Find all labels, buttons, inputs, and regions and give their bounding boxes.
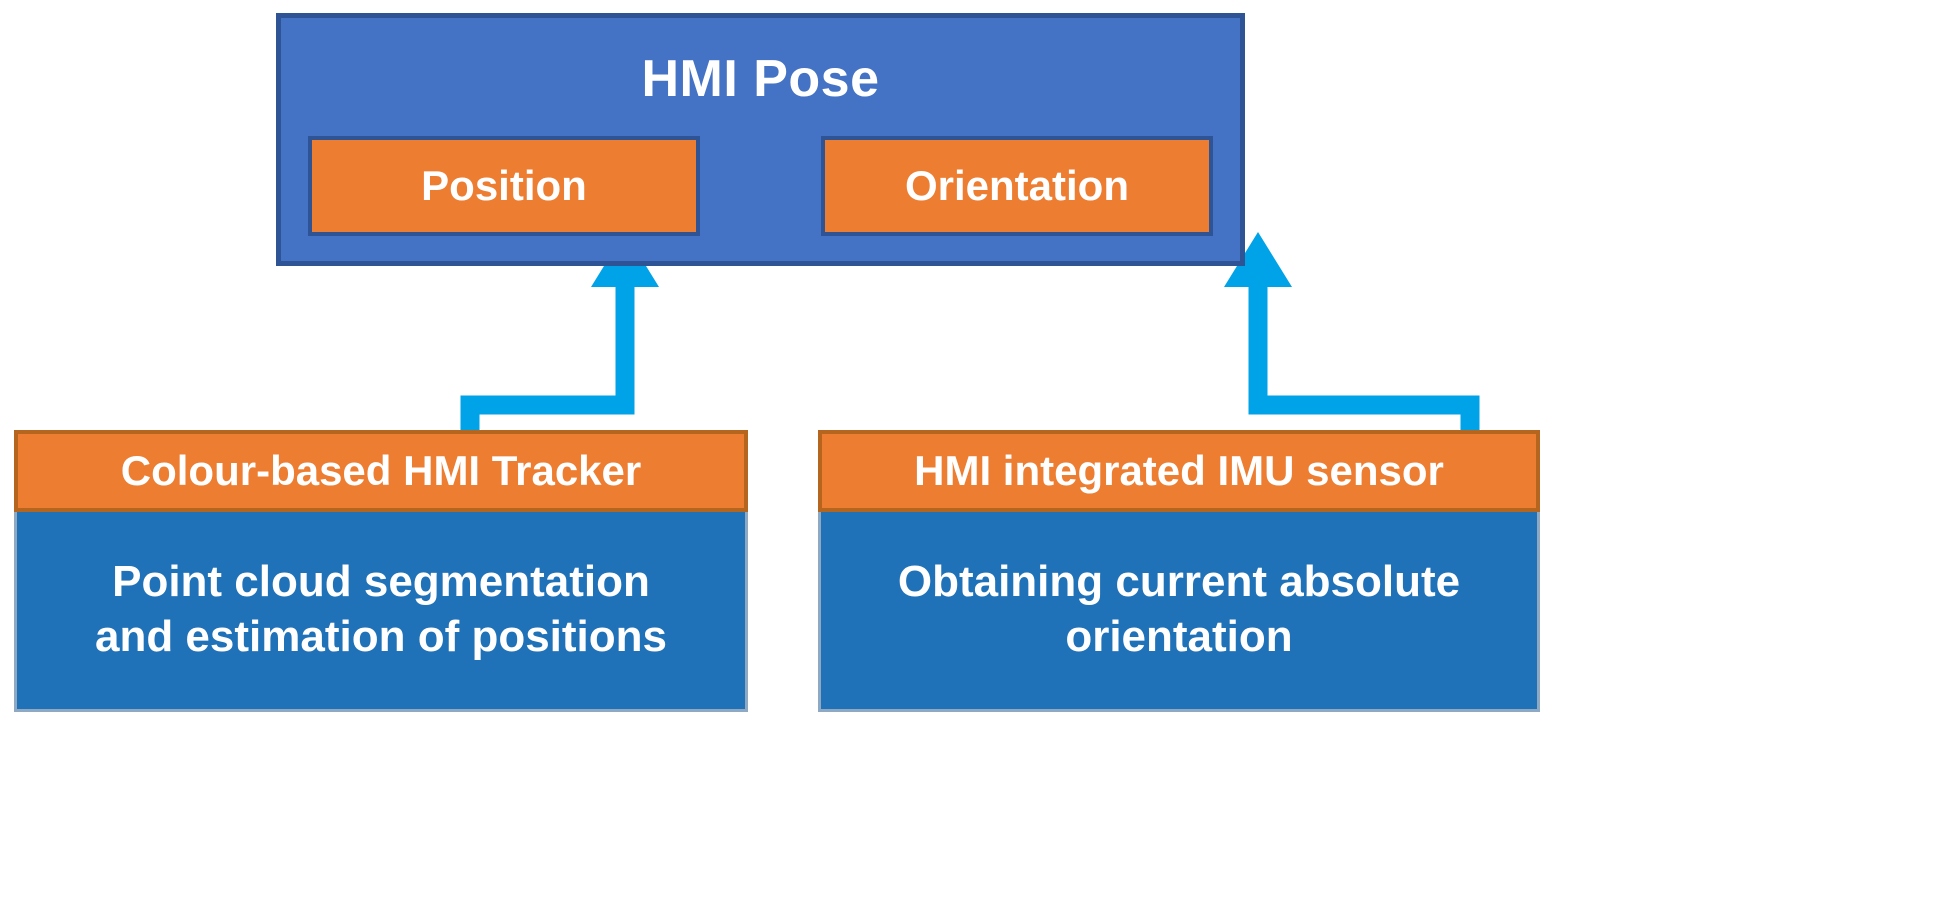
hmi-pose-container: HMI Pose Position Orientation	[276, 13, 1245, 266]
pose-component-position-label: Position	[421, 161, 587, 209]
page-title: HMI Pose	[641, 50, 880, 108]
source-box-body-tracker-line1: Point cloud segmentation	[112, 556, 650, 606]
source-box-hmi-integrated-imu-sensor[interactable]: HMI integrated IMU sensor Obtaining curr…	[818, 430, 1540, 712]
pose-component-position[interactable]: Position	[308, 136, 700, 236]
source-box-colour-based-hmi-tracker[interactable]: Colour-based HMI Tracker Point cloud seg…	[14, 430, 748, 712]
pose-component-orientation[interactable]: Orientation	[821, 136, 1213, 236]
source-box-body-tracker: Point cloud segmentation and estimation …	[17, 512, 745, 706]
source-box-header-tracker: Colour-based HMI Tracker	[14, 430, 748, 512]
source-box-header-tracker-label: Colour-based HMI Tracker	[120, 446, 642, 494]
source-box-body-imu-line1: Obtaining current absolute	[897, 556, 1461, 606]
pose-component-orientation-label: Orientation	[904, 161, 1129, 209]
source-box-header-imu-label: HMI integrated IMU sensor	[914, 446, 1444, 494]
source-box-body-tracker-text: Point cloud segmentation and estimation …	[95, 554, 667, 665]
source-box-body-imu: Obtaining current absolute orientation	[821, 512, 1537, 706]
source-box-body-tracker-line2: and estimation of positions	[94, 612, 668, 661]
source-box-body-imu-text: Obtaining current absolute orientation	[898, 554, 1460, 665]
source-box-body-imu-line2: orientation	[1065, 612, 1293, 661]
source-box-header-imu: HMI integrated IMU sensor	[818, 430, 1540, 512]
